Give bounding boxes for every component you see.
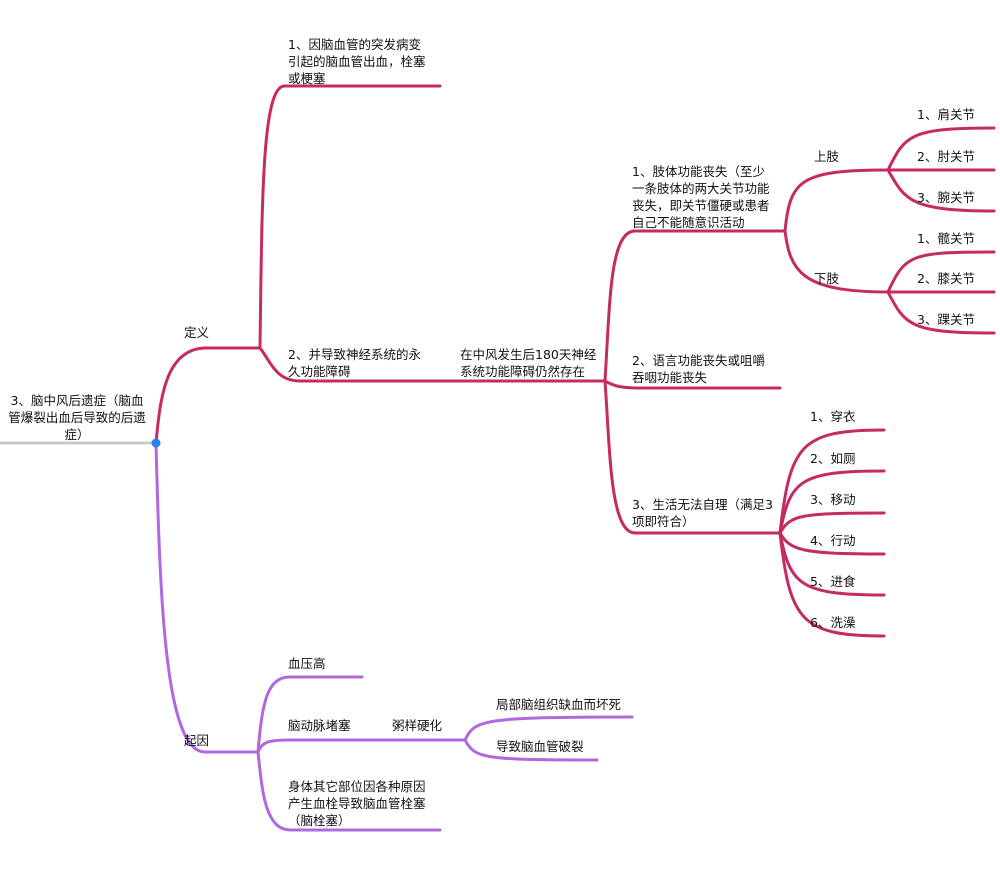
hip-joint-node[interactable]: 1、髋关节	[917, 231, 975, 246]
elbow-joint-node[interactable]: 2、肘关节	[917, 149, 975, 164]
root-node[interactable]: 3、脑中风后遗症（脑血 管爆裂出血后导致的后遗 症）	[8, 393, 146, 442]
root-node-dot[interactable]	[151, 438, 161, 448]
connector-upper-1	[886, 126, 996, 172]
connector-care-6	[778, 531, 886, 638]
connector-ischemia	[463, 715, 634, 742]
after180-node[interactable]: 在中风发生后180天神经 系统功能障碍仍然存在	[460, 347, 597, 379]
speech-loss-node[interactable]: 2、语言功能丧失或咀嚼 吞咽功能丧失	[632, 353, 765, 385]
artery-blockage-node[interactable]: 脑动脉堵塞	[288, 718, 351, 733]
ankle-joint-node[interactable]: 3、踝关节	[917, 312, 975, 327]
connector-lower-1	[886, 250, 996, 294]
knee-joint-node[interactable]: 2、膝关节	[917, 271, 975, 286]
definition-connectors	[154, 84, 996, 638]
self-care-node[interactable]: 3、生活无法自理（满足3 项即符合）	[632, 497, 773, 529]
connector-care-4	[778, 531, 886, 556]
lower-limb-node[interactable]: 下肢	[814, 271, 840, 286]
ischemia-node[interactable]: 局部脑组织缺血而坏死	[496, 697, 622, 712]
care-eating-node[interactable]: 5、进食	[810, 574, 856, 589]
connector-limb	[603, 229, 787, 383]
connector-definition	[154, 346, 262, 445]
connector-artery	[256, 738, 467, 754]
connector-care-2	[778, 469, 886, 535]
connector-item2	[258, 346, 442, 383]
atherosclerosis-node[interactable]: 粥样硬化	[392, 718, 443, 733]
care-mobility-node[interactable]: 4、行动	[810, 533, 856, 548]
limb-loss-node[interactable]: 1、肢体功能丧失（至少 一条肢体的两大关节功能 丧失，即关节僵硬或患者 自己不能…	[632, 164, 770, 230]
connector-care-5	[778, 531, 886, 597]
care-bathing-node[interactable]: 6、洗澡	[810, 615, 856, 630]
connector-lower	[783, 229, 890, 294]
connector-care-1	[778, 428, 886, 535]
care-transfer-node[interactable]: 3、移动	[810, 492, 856, 507]
connector-upper	[783, 168, 890, 233]
connector-care-3	[778, 511, 886, 535]
wrist-joint-node[interactable]: 3、腕关节	[917, 190, 975, 205]
cause-connectors	[154, 441, 634, 832]
connector-selfcare	[603, 379, 782, 535]
care-toilet-node[interactable]: 2、如厕	[810, 451, 856, 466]
definition-item1-node[interactable]: 1、因脑血管的突发病变 引起的脑血管出血，栓塞 或梗塞	[288, 37, 426, 86]
cause-node[interactable]: 起因	[184, 733, 210, 748]
connector-embolism	[256, 750, 442, 832]
connector-rupture	[463, 738, 599, 762]
connector-item1	[258, 84, 442, 350]
connector-hypertension	[256, 675, 364, 754]
connector-cause	[154, 441, 260, 754]
definition-node[interactable]: 定义	[184, 325, 210, 340]
connector-speech	[603, 379, 782, 390]
vessel-rupture-node[interactable]: 导致脑血管破裂	[496, 739, 584, 754]
shoulder-joint-node[interactable]: 1、肩关节	[917, 107, 975, 122]
connector-lower-3	[886, 290, 996, 335]
hypertension-node[interactable]: 血压高	[288, 656, 326, 671]
upper-limb-node[interactable]: 上肢	[814, 149, 840, 164]
definition-item2-node[interactable]: 2、并导致神经系统的永 久功能障碍	[288, 347, 421, 379]
connector-upper-3	[886, 168, 996, 213]
care-dressing-node[interactable]: 1、穿衣	[810, 409, 856, 424]
embolism-node[interactable]: 身体其它部位因各种原因 产生血栓导致脑血管栓塞 （脑栓塞）	[288, 779, 426, 828]
